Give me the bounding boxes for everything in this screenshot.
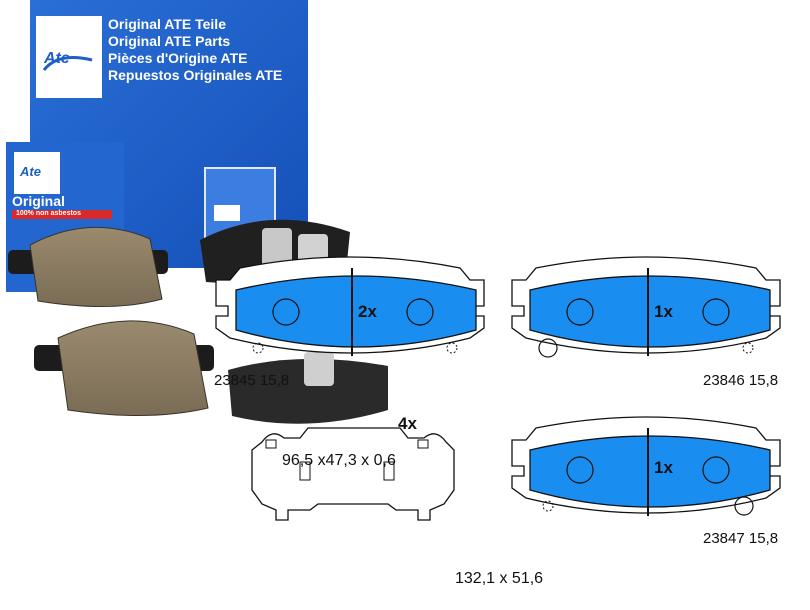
box-line-3: Pièces d'Origine ATE <box>108 50 248 66</box>
pad-23846-code: 23846 15,8 <box>703 372 778 389</box>
small-box-title: Original <box>12 193 65 209</box>
ate-logo: Ate <box>44 50 70 67</box>
pad-23847-qty: 1x <box>654 458 673 477</box>
ate-logo-small: Ate <box>20 164 41 179</box>
pad-diagram-23847 <box>511 416 781 516</box>
box-line-4: Repuestos Originales ATE <box>108 67 283 83</box>
pad-23845-thickness: 15,8 <box>259 372 290 389</box>
brake-pad-photo-bottom <box>34 320 214 416</box>
pad-23845-code: 23845 15,8 <box>214 372 289 389</box>
pad-23846-thickness: 15,8 <box>748 372 779 389</box>
clip-diagram <box>251 427 455 521</box>
pad-diagram-23845 <box>215 256 485 356</box>
pad-23847-number: 23847 <box>703 530 745 547</box>
pad-diagram-23846 <box>511 256 781 358</box>
small-box-sub: 100% non asbestos <box>16 210 81 217</box>
box-text-block: Original ATE Teile Original ATE Parts Pi… <box>108 16 282 84</box>
clip-dimensions: 96,5 x47,3 x 0,6 <box>282 452 396 469</box>
pad-23847-thickness: 15,8 <box>748 530 779 547</box>
clip-qty: 4x <box>398 414 417 433</box>
brake-pad-photo-top <box>8 226 168 307</box>
pad-dimensions: 132,1 x 51,6 <box>455 570 544 587</box>
box-line-1: Original ATE Teile <box>108 16 226 32</box>
pad-23846-qty: 1x <box>654 302 673 321</box>
pad-23846-number: 23846 <box>703 372 745 389</box>
box-line-2: Original ATE Parts <box>108 33 231 49</box>
pad-23845-number: 23845 <box>214 372 256 389</box>
pad-23847-code: 23847 15,8 <box>703 530 778 547</box>
pad-23845-qty: 2x <box>358 302 377 321</box>
